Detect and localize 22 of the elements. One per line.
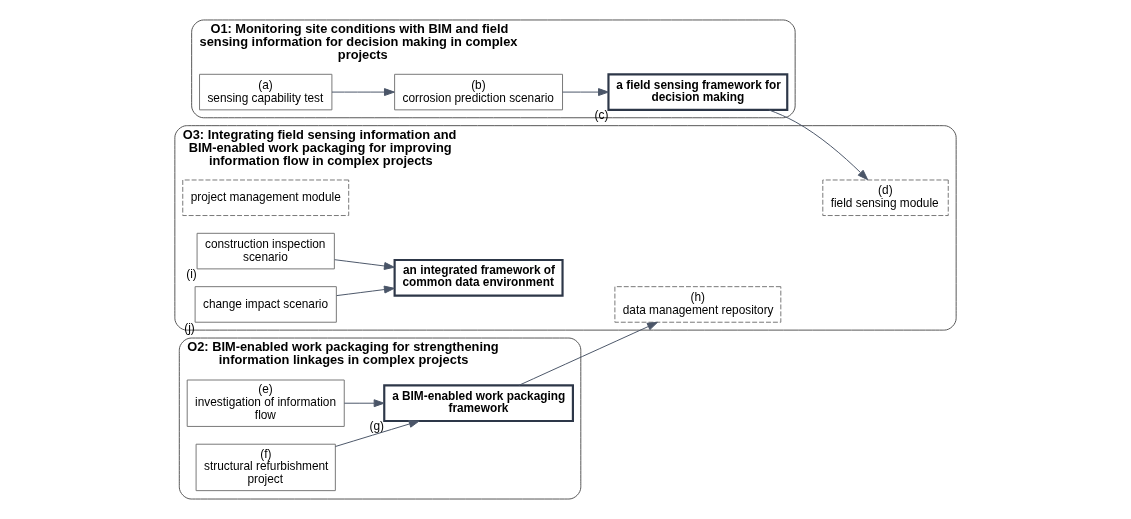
arrow [336,285,395,297]
arrow [343,399,385,408]
node-box: construction inspection scenario [196,232,335,270]
node-box: (f) structural refurbishment project [195,443,336,492]
node-box: a field sensing framework for decision making [607,73,789,111]
arrow [331,88,395,97]
node-box: (h) data management repository [614,286,782,323]
arrow [768,109,869,181]
node-box: project management module [182,179,350,217]
arrow [518,321,658,386]
node-box: (e) investigation of information flow [186,379,345,427]
node-box: (d) field sensing module [822,179,949,217]
arrow [334,420,420,447]
node-label: (g) [369,419,384,434]
node-box: an integrated framework of common data environment [393,258,564,297]
node-box: change impact scenario [194,286,337,323]
arrow [562,88,609,97]
node-label: (i) [186,267,197,282]
node-box: a BIM-enabled work packaging framework [383,384,574,423]
arrow [334,259,395,270]
node-box: (b) corrosion prediction scenario [394,73,564,111]
node-box: (a) sensing capability test [199,73,333,111]
